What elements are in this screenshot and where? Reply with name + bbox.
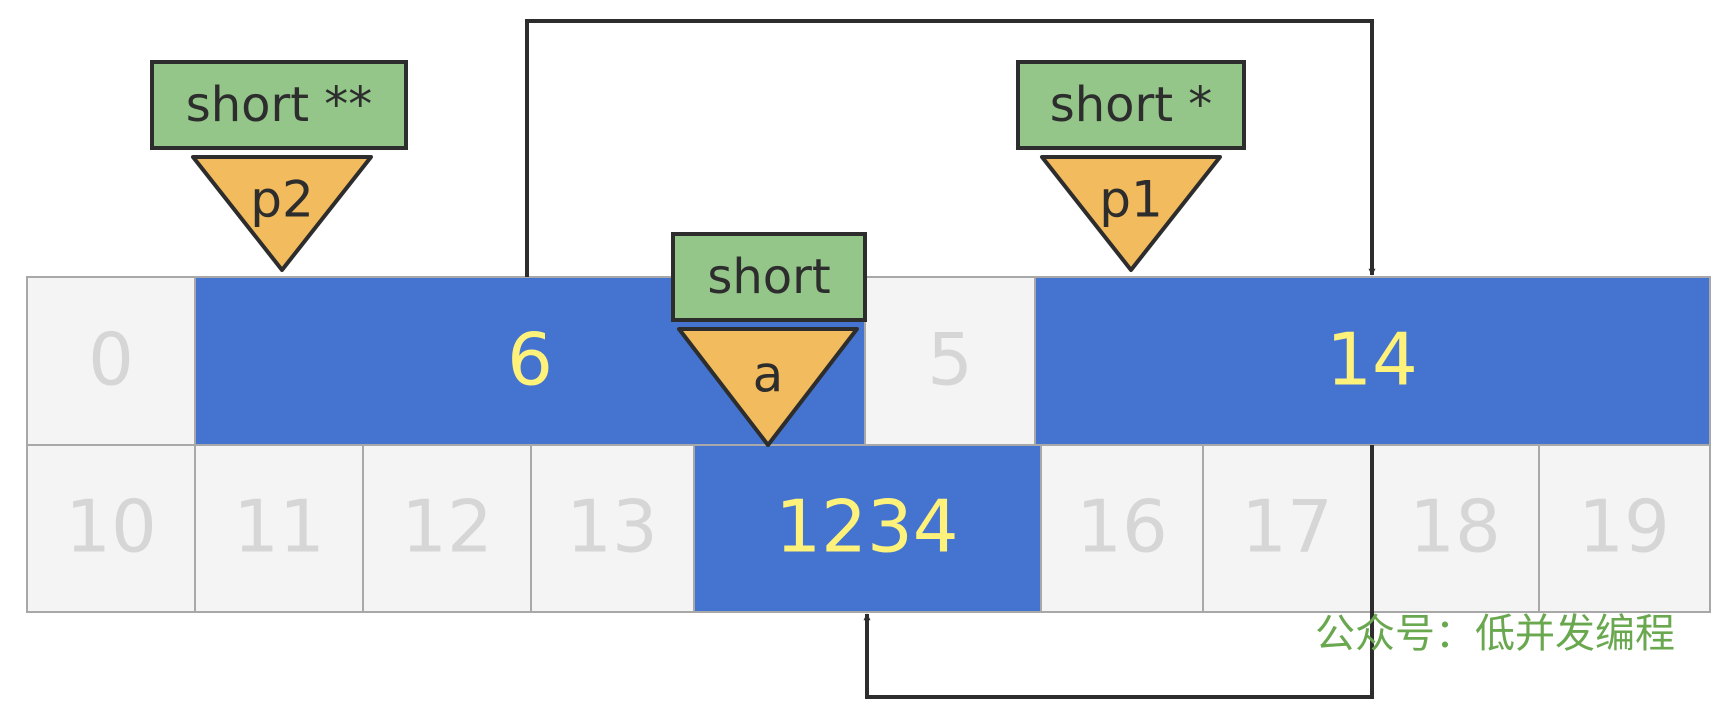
type-label-p2: short ** (186, 77, 373, 133)
type-label-a: short (707, 249, 830, 305)
pointer-triangle-p1 (1040, 155, 1222, 272)
cell-11-label: 11 (233, 485, 325, 569)
value-p1: 14 (1326, 318, 1418, 402)
cell-17-label: 17 (1241, 485, 1333, 569)
variable-a: short a (671, 232, 867, 447)
cell-10 (26, 444, 196, 613)
cell-19-label: 19 (1578, 485, 1670, 569)
value-p2: 6 (507, 318, 553, 402)
pointer-triangle-p2 (191, 155, 373, 272)
variable-p1: short * p1 (1016, 60, 1246, 272)
type-box-p2 (150, 60, 408, 150)
cell-12-label: 12 (401, 485, 493, 569)
cell-0-label: 0 (88, 318, 134, 402)
cell-5-label: 5 (927, 318, 973, 402)
value-a: 1234 (775, 485, 958, 569)
value-block-p1 (1034, 276, 1711, 446)
pointer-triangle-a (677, 327, 859, 447)
cell-10-label: 10 (65, 485, 157, 569)
arrow-p1-to-a (863, 445, 1374, 699)
pointer-name-a: a (753, 346, 784, 404)
cell-0 (26, 276, 196, 446)
cell-19 (1538, 444, 1711, 613)
type-label-p1: short * (1050, 77, 1213, 133)
watermark: 公众号：低并发编程 (1315, 611, 1675, 657)
arrow-p2-to-p1 (525, 19, 1376, 277)
cell-12 (362, 444, 532, 613)
memory-row-2: 10 11 12 13 1234 16 17 18 19 (26, 444, 1711, 613)
value-block-a (693, 444, 1042, 613)
variable-p2: short ** p2 (150, 60, 408, 272)
type-box-a (671, 232, 867, 322)
cell-13 (530, 444, 695, 613)
cell-18 (1370, 444, 1540, 613)
cell-18-label: 18 (1409, 485, 1501, 569)
pointer-name-p1: p1 (1099, 171, 1163, 229)
cell-13-label: 13 (566, 485, 658, 569)
memory-row-1: 0 6 5 14 (26, 276, 1711, 446)
cell-16 (1040, 444, 1204, 613)
cell-16-label: 16 (1076, 485, 1168, 569)
pointer-name-p2: p2 (250, 171, 314, 229)
cell-11 (194, 444, 364, 613)
cell-5 (864, 276, 1036, 446)
type-box-p1 (1016, 60, 1246, 150)
